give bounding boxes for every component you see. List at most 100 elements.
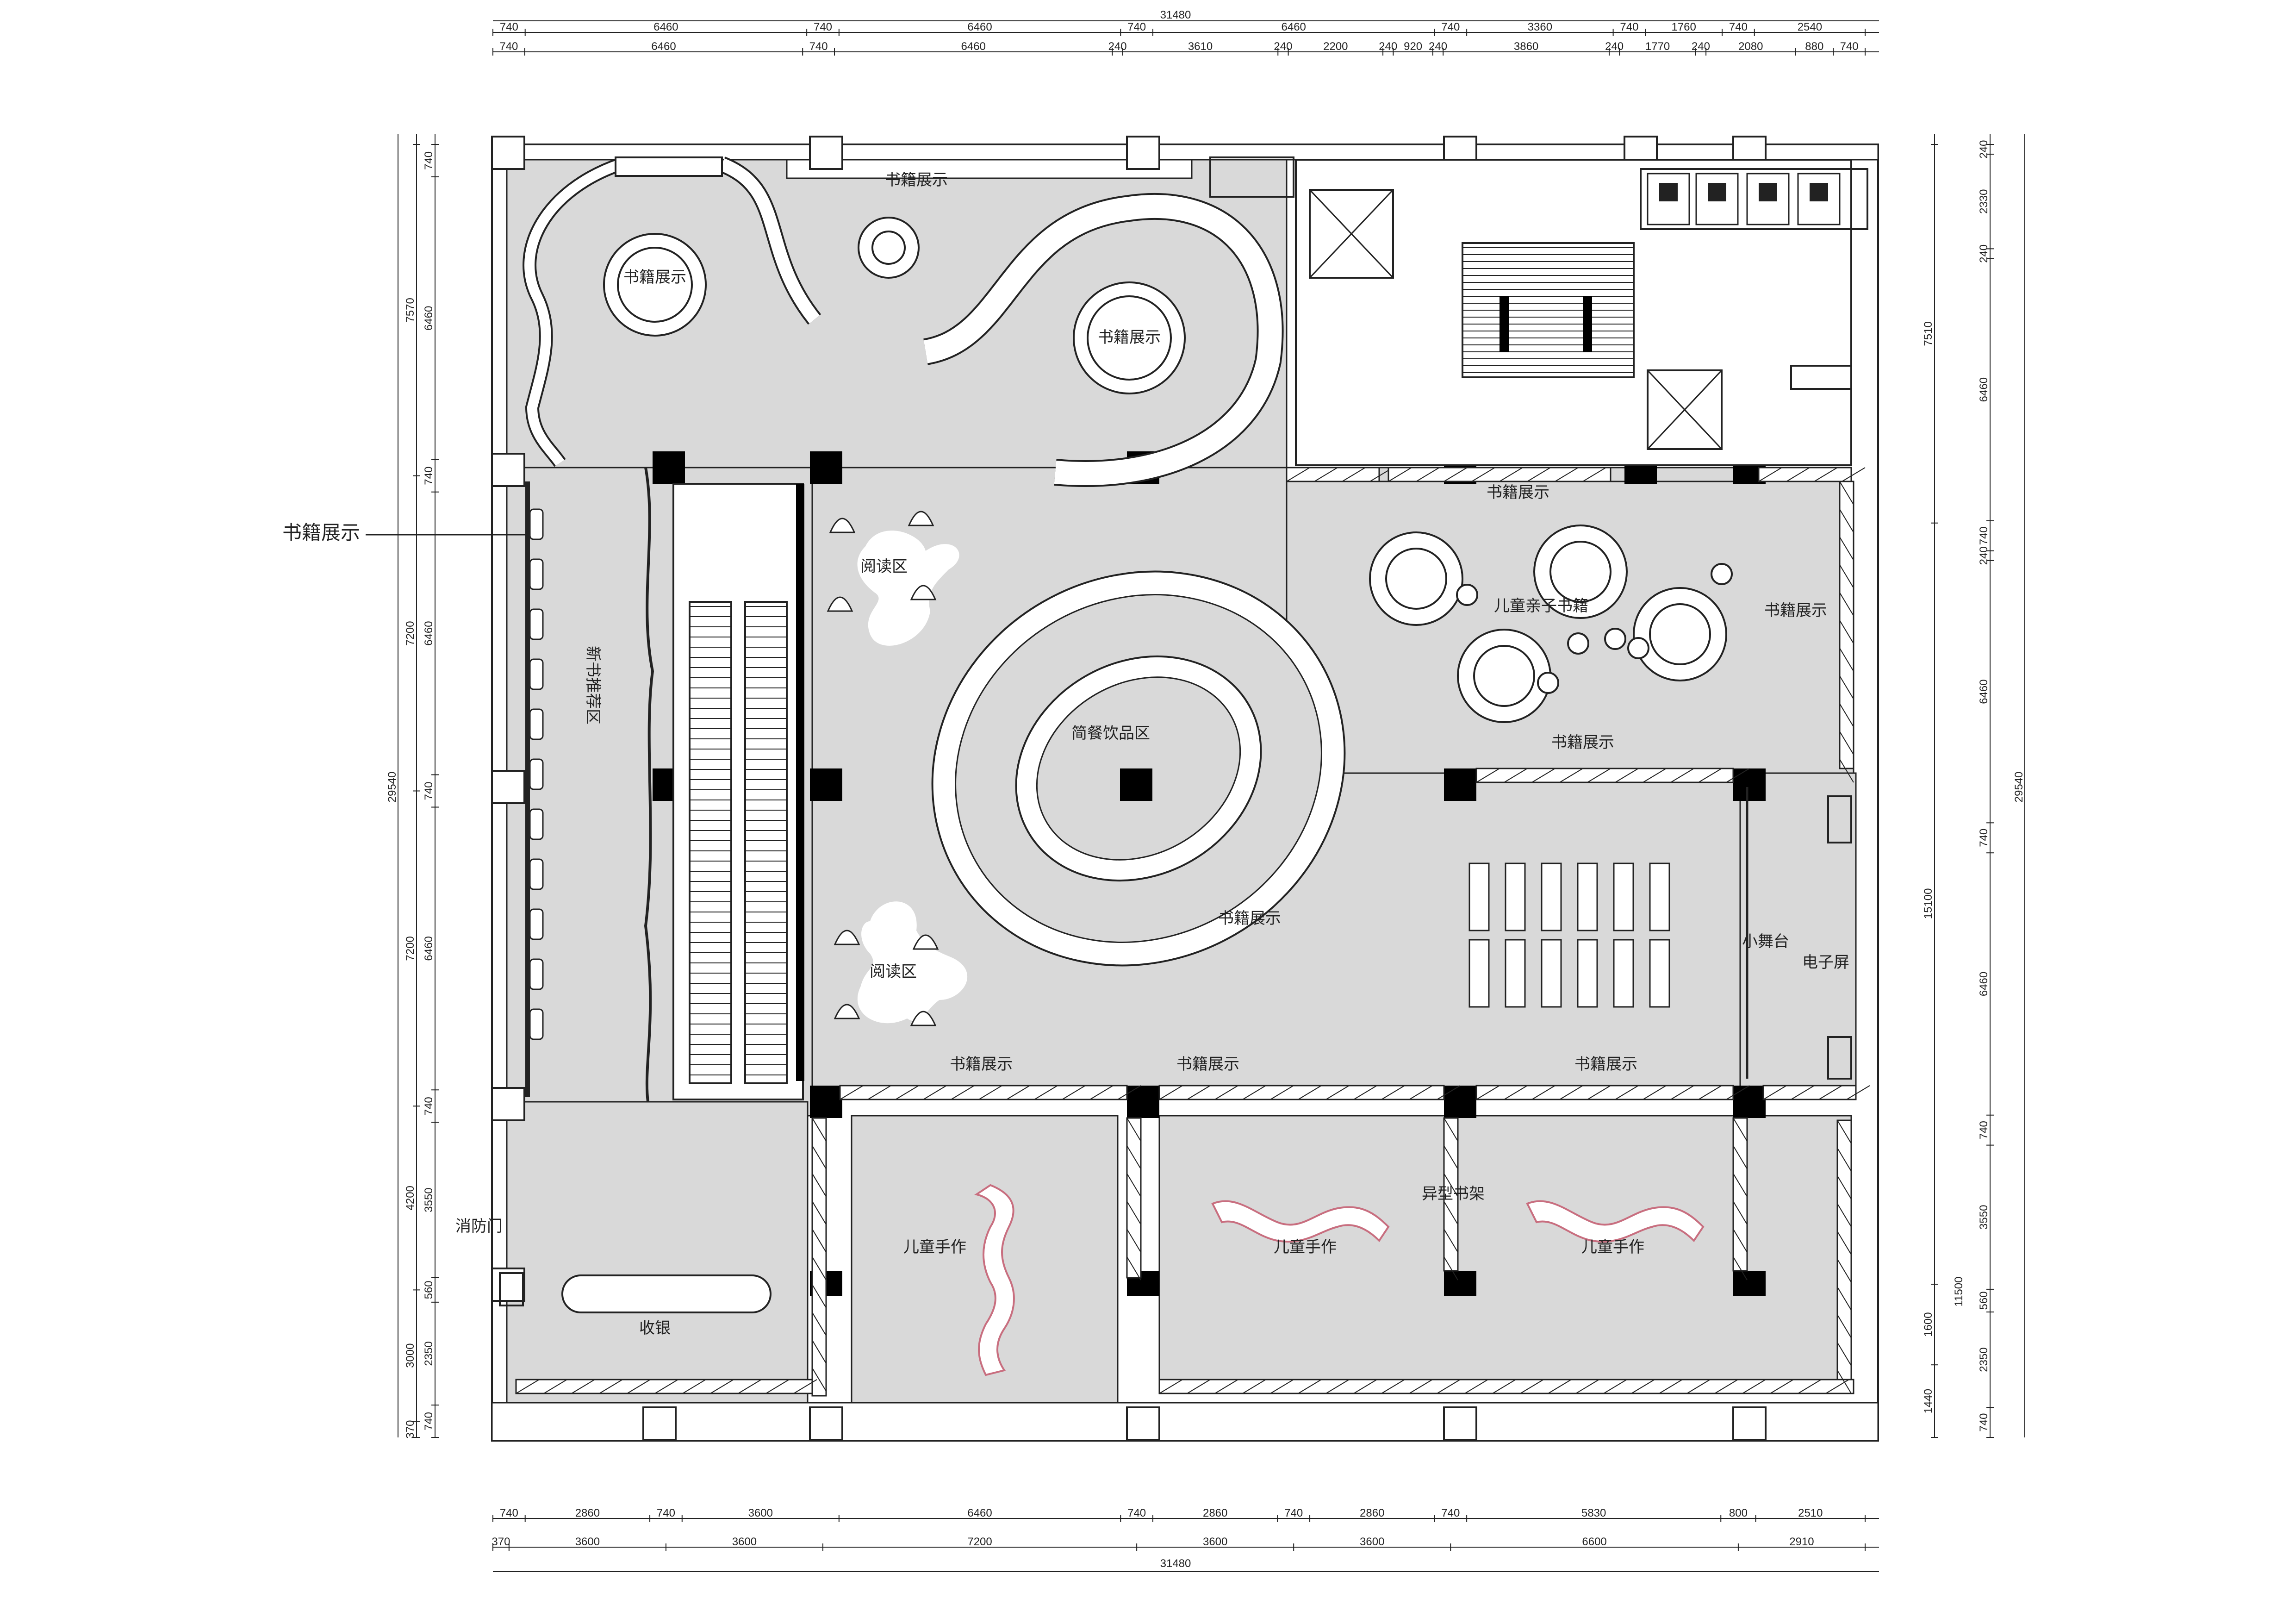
- cashier-counter: [561, 1274, 772, 1313]
- dim-label: 1600: [1922, 1312, 1935, 1337]
- chair: [908, 511, 934, 526]
- chair: [834, 1004, 860, 1019]
- dim-label: 2510: [1798, 1507, 1823, 1519]
- dim-label: 740: [500, 21, 518, 33]
- shelf-bands: [515, 467, 1870, 1397]
- label-small-stage: 小舞台: [1742, 932, 1789, 951]
- dim-label: 6460: [423, 936, 435, 961]
- column: [642, 1406, 677, 1441]
- dim-label: 2860: [1360, 1507, 1384, 1519]
- dim-label: 740: [1127, 1507, 1146, 1519]
- label-book-display: 书籍展示: [885, 171, 948, 189]
- dim-label: 3550: [1978, 1205, 1990, 1230]
- dim-label: 740: [1127, 21, 1146, 33]
- label-reading-area: 阅读区: [870, 962, 917, 981]
- dim-label: 740: [500, 1507, 518, 1519]
- cafe-area: [931, 570, 1346, 967]
- dim-label: 740: [814, 21, 832, 33]
- column: [491, 770, 525, 804]
- seat: [1468, 939, 1490, 1008]
- dim-label: 6460: [423, 621, 435, 645]
- seat: [1541, 862, 1562, 931]
- dim-left-total: 29540: [386, 772, 398, 803]
- column: [1127, 1086, 1159, 1118]
- dim-label: 6460: [1978, 679, 1990, 704]
- dim-label: 800: [1729, 1507, 1748, 1519]
- dim-label: 6460: [651, 40, 676, 53]
- new-book-shelves: [525, 467, 654, 1102]
- dim-label: 6460: [967, 21, 992, 33]
- dim-label: 370: [492, 1536, 510, 1548]
- label-book-display: 书籍展示: [1098, 328, 1161, 347]
- dim-label: 920: [1404, 40, 1422, 53]
- dim-label: 240: [1429, 40, 1447, 53]
- dim-label: 6460: [961, 40, 986, 53]
- dim-label: 3600: [748, 1507, 773, 1519]
- column: [1444, 1086, 1476, 1118]
- label-electronic-screen: 电子屏: [1802, 953, 1849, 972]
- dim-label: 2080: [1738, 40, 1763, 53]
- dim-label: 3600: [1360, 1536, 1384, 1548]
- label-book-display: 书籍展示: [1574, 1055, 1637, 1074]
- dim-label: 240: [1692, 40, 1710, 53]
- dim-label: 240: [1605, 40, 1624, 53]
- dim-label: 740: [1840, 40, 1859, 53]
- dim-label: 240: [1978, 244, 1990, 263]
- reading-area-lower: [857, 901, 968, 1024]
- dim-label: 240: [1978, 546, 1990, 565]
- dim-label: 740: [1729, 21, 1748, 33]
- column: [1732, 1406, 1767, 1441]
- shelf: [529, 858, 544, 890]
- dim-label: 2200: [1323, 40, 1348, 53]
- dim-label: 6600: [1582, 1536, 1606, 1548]
- shelf: [529, 758, 544, 790]
- dim-label: 740: [1441, 21, 1460, 33]
- callout-book-display: 书籍展示: [282, 521, 360, 544]
- dim-label: 3600: [1203, 1536, 1227, 1548]
- label-kids-parent-books: 儿童亲子书籍: [1494, 597, 1588, 615]
- dim-label: 6460: [1978, 377, 1990, 402]
- dim-label: 2910: [1789, 1536, 1814, 1548]
- column: [1444, 1271, 1476, 1296]
- chair: [829, 518, 856, 533]
- seat: [1613, 939, 1634, 1008]
- dim-label: 3550: [423, 1187, 435, 1212]
- label-book-display: 书籍展示: [623, 268, 686, 287]
- seat: [1613, 862, 1634, 931]
- column: [1733, 1271, 1766, 1296]
- labels: 书籍展示 书籍展示 书籍展示 书籍展示 书籍展示 书籍展示 书籍展示 书籍展示 …: [282, 171, 1849, 1337]
- dim-label: 740: [1978, 1121, 1990, 1139]
- dim-label: 740: [1978, 1413, 1990, 1432]
- chair: [910, 1011, 937, 1026]
- chair: [910, 585, 937, 600]
- dim-label: 2330: [1978, 189, 1990, 214]
- dim-label: 7510: [1922, 321, 1935, 346]
- label-fire-door: 消防门: [455, 1217, 503, 1236]
- label-book-display: 书籍展示: [1176, 1055, 1239, 1074]
- dim-label: 740: [1441, 1507, 1460, 1519]
- dim-label: 740: [499, 40, 518, 53]
- column: [809, 136, 843, 170]
- dim-right-mid: 11500: [1953, 1277, 1965, 1307]
- shelf: [529, 908, 544, 940]
- seat: [1577, 939, 1598, 1008]
- dim-label: 740: [1620, 21, 1638, 33]
- dim-bottom-total: 31480: [1160, 1557, 1191, 1570]
- column: [1126, 1406, 1160, 1441]
- column: [810, 1086, 842, 1118]
- dim-label: 7200: [404, 621, 417, 645]
- shelf: [529, 808, 544, 840]
- dim-label: 6460: [653, 21, 678, 33]
- column: [809, 1406, 843, 1441]
- stage-seating: [1468, 862, 1670, 1008]
- service-core: [1209, 156, 1868, 466]
- shelf: [529, 708, 544, 740]
- label-kids-craft: 儿童手作: [1274, 1238, 1337, 1256]
